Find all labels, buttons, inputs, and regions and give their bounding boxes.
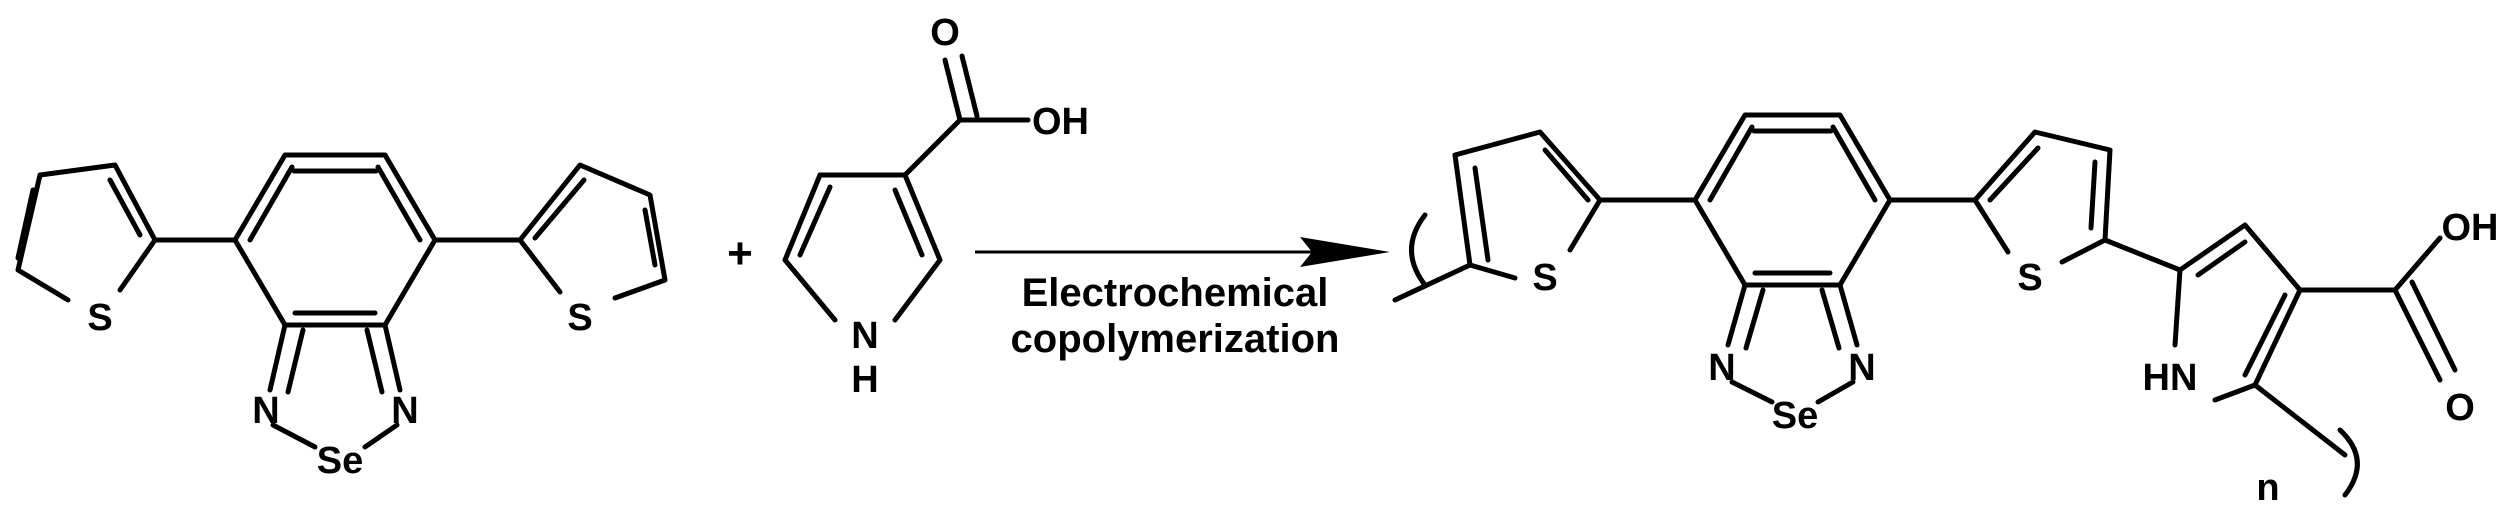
s-left-label: S xyxy=(87,297,112,339)
product-se-label: Se xyxy=(1772,395,1818,437)
left-thiophene-ring xyxy=(15,162,238,303)
pyrrole-h-label: H xyxy=(851,359,878,401)
left-repeat-bracket xyxy=(1409,212,1428,288)
reaction-arrow: Electrochemical copolymerization xyxy=(975,237,1390,361)
selenadiazole-ring xyxy=(267,322,403,450)
product-n-right-label: N xyxy=(1848,347,1875,389)
s-right-label: S xyxy=(567,297,592,339)
product-thiophene-left xyxy=(1452,129,1603,281)
right-repeat-bracket xyxy=(2337,427,2360,498)
repeat-subscript-n: n xyxy=(2256,467,2279,509)
benzene-ring xyxy=(232,152,438,328)
product-s-right-label: S xyxy=(2017,257,2042,299)
n-left-label: N xyxy=(252,390,279,432)
product-n-left-label: N xyxy=(1708,347,1735,389)
se-label: Se xyxy=(317,440,363,482)
pyrrole-n-label: N xyxy=(851,315,878,357)
pyrrole-ring xyxy=(782,172,943,323)
product-carbonyl-o-label: O xyxy=(2445,387,2475,429)
arrow-label-line-1: Electrochemical xyxy=(1022,271,1329,315)
product-benzene-ring xyxy=(1692,112,1893,288)
product-s-left-label: S xyxy=(1532,257,1557,299)
plus-sign: + xyxy=(727,229,753,278)
product-selenadiazole-ring xyxy=(1725,282,1860,405)
reactant-pyrrole-carboxylic-acid: N H O OH xyxy=(782,12,1089,401)
right-thiophene-ring xyxy=(432,162,668,301)
product-oh-label: OH xyxy=(2442,207,2499,249)
product-thiophene-right xyxy=(1972,129,2113,265)
product-hn-label: HN xyxy=(2143,357,2198,399)
product-copolymer: S N N Se S xyxy=(1392,112,2499,509)
reactant-dithienyl-benzoselenadiazole: N N Se S S xyxy=(15,152,668,482)
n-right-label: N xyxy=(391,390,418,432)
oh-label: OH xyxy=(1032,101,1089,143)
product-pyrrole-ring xyxy=(2172,222,2303,403)
carbonyl-o-label: O xyxy=(930,12,960,54)
arrow-head xyxy=(1300,237,1390,267)
arrow-label-line-2: copolymerization xyxy=(1011,317,1340,361)
carboxylic-acid-group xyxy=(902,53,1031,178)
product-carboxylic-acid xyxy=(2297,235,2458,383)
